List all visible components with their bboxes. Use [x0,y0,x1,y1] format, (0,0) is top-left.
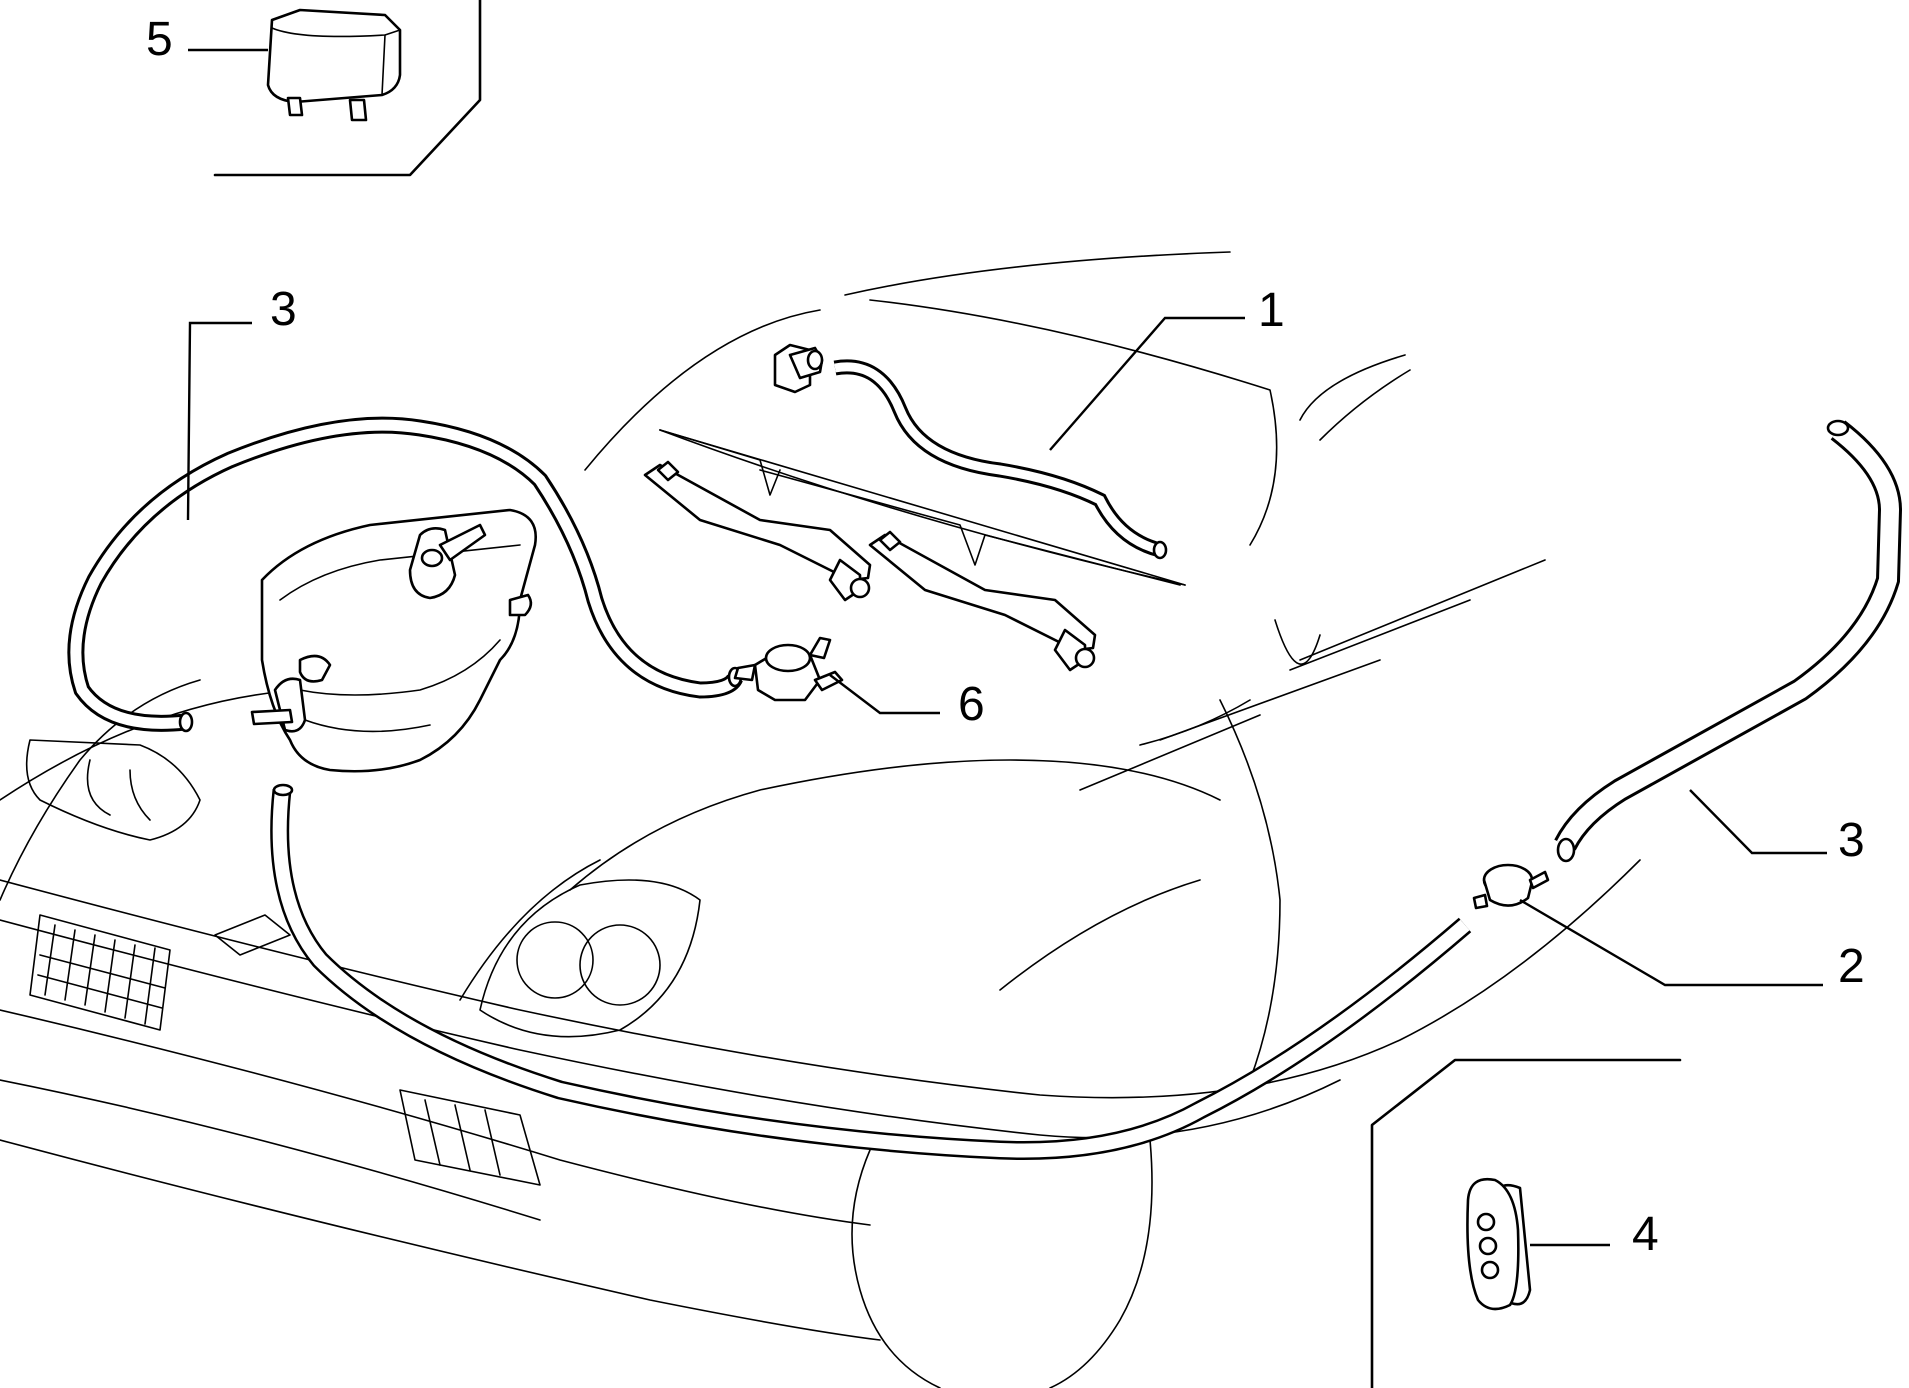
callout-3-left: 3 [270,283,297,336]
grommet-inset [1370,1058,1682,1388]
leader-lines [186,48,1827,1247]
callout-2: 2 [1838,940,1865,993]
hose-long-hood [270,783,1472,1160]
wiper-arms [643,429,1186,672]
callout-4: 4 [1632,1208,1659,1261]
hose-right [1554,419,1903,863]
leader-1 [1049,316,1245,451]
callout-6: 6 [958,678,985,731]
callout-3-right: 3 [1838,814,1865,867]
t-connector [733,636,844,702]
leader-6 [829,674,940,715]
hose-top [773,343,1168,560]
callout-5: 5 [146,13,173,66]
hose-left [67,416,743,733]
washer-nozzle [1472,863,1550,910]
leader-2 [1519,898,1823,987]
washer-reservoir [250,508,538,773]
leader-3-right [1689,789,1827,855]
callout-1: 1 [1258,284,1285,337]
callout-labels: 1 3 5 6 3 2 4 [146,13,1865,1261]
car-body-outline [0,251,1641,1388]
leader-3-left [186,321,252,521]
relay-inset [213,0,482,177]
